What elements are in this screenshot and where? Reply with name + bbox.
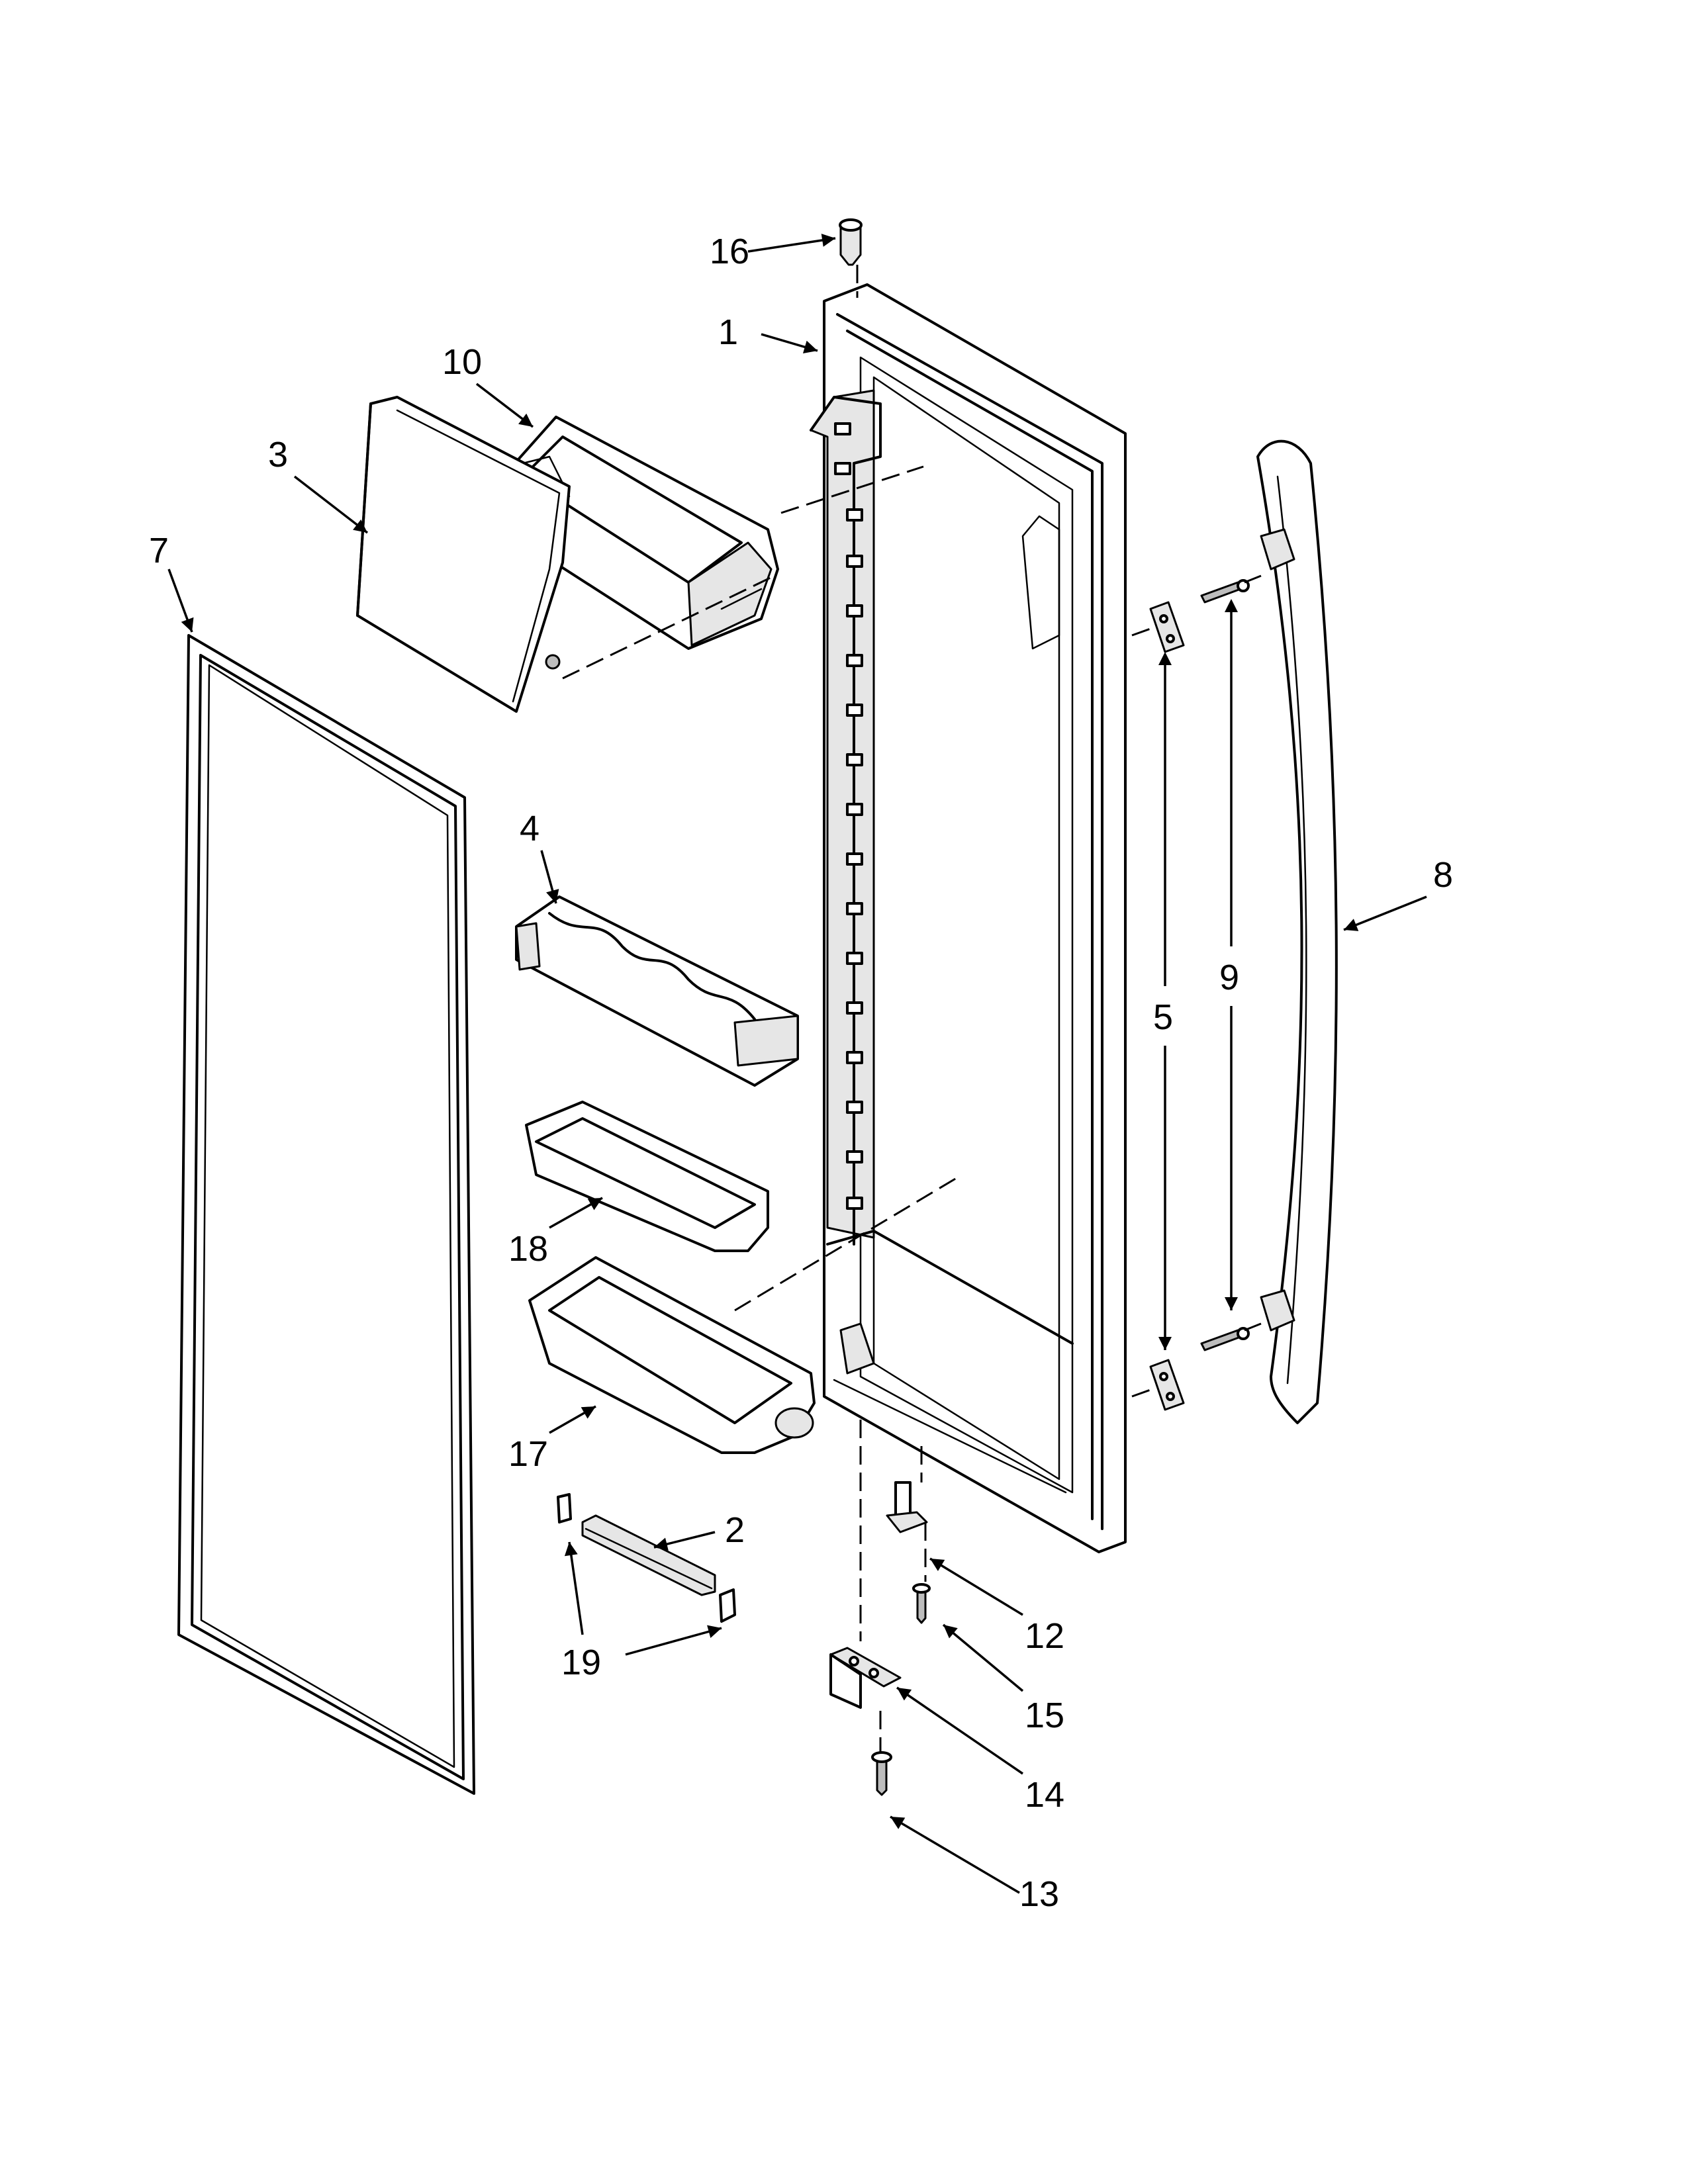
callout-19: 19	[561, 1643, 601, 1682]
can-rack	[515, 895, 799, 1087]
callout-leaders	[167, 234, 1427, 1894]
callout-17: 15	[1025, 1696, 1064, 1735]
callout-7: 7	[149, 531, 169, 570]
hinge-bracket	[829, 1647, 902, 1709]
door-bin-small	[525, 1101, 769, 1252]
callout-5: 5	[1153, 997, 1173, 1037]
callout-10: 10	[442, 342, 482, 382]
assembly-guide-lines	[562, 265, 1262, 1754]
door-bin-large	[528, 1256, 816, 1454]
door-gasket	[177, 634, 475, 1795]
callout-18: 18	[508, 1229, 548, 1269]
dairy-bin	[502, 416, 779, 650]
liner-shelf-notches	[834, 422, 863, 1210]
callout-14: 13	[1019, 1874, 1059, 1914]
callout-15: 14	[1025, 1775, 1064, 1815]
callout-13: 16	[710, 232, 749, 271]
door-liner	[810, 283, 1127, 1553]
callout-2: 2	[725, 1510, 745, 1550]
callout-9: 9	[1219, 958, 1239, 997]
callout-4: 4	[520, 809, 539, 848]
callout-3: 3	[268, 435, 288, 475]
callout-8: 8	[1433, 855, 1453, 895]
handle-mount-plate-top	[1149, 601, 1185, 653]
dairy-door	[356, 396, 571, 713]
callout-1: 1	[718, 312, 738, 352]
handle-set-screw-bottom	[1200, 1327, 1250, 1351]
door-handle	[1256, 439, 1338, 1424]
bottom-hinge	[886, 1481, 928, 1533]
handle-mount-plate-bottom	[1149, 1359, 1185, 1411]
bracket-screw	[871, 1751, 892, 1796]
trim-end-caps	[557, 1493, 736, 1623]
hinge-screw	[912, 1583, 931, 1624]
top-hinge-pin	[839, 218, 863, 266]
callout-12: 12	[1025, 1616, 1064, 1656]
callout-16: 17	[508, 1434, 548, 1474]
door-trim-strip	[581, 1514, 716, 1596]
handle-set-screw-top	[1200, 579, 1250, 604]
callout-labels: 16 1 10 3 7 4 18 17 2 19 12 15 14 13 8 5…	[149, 232, 1453, 1914]
